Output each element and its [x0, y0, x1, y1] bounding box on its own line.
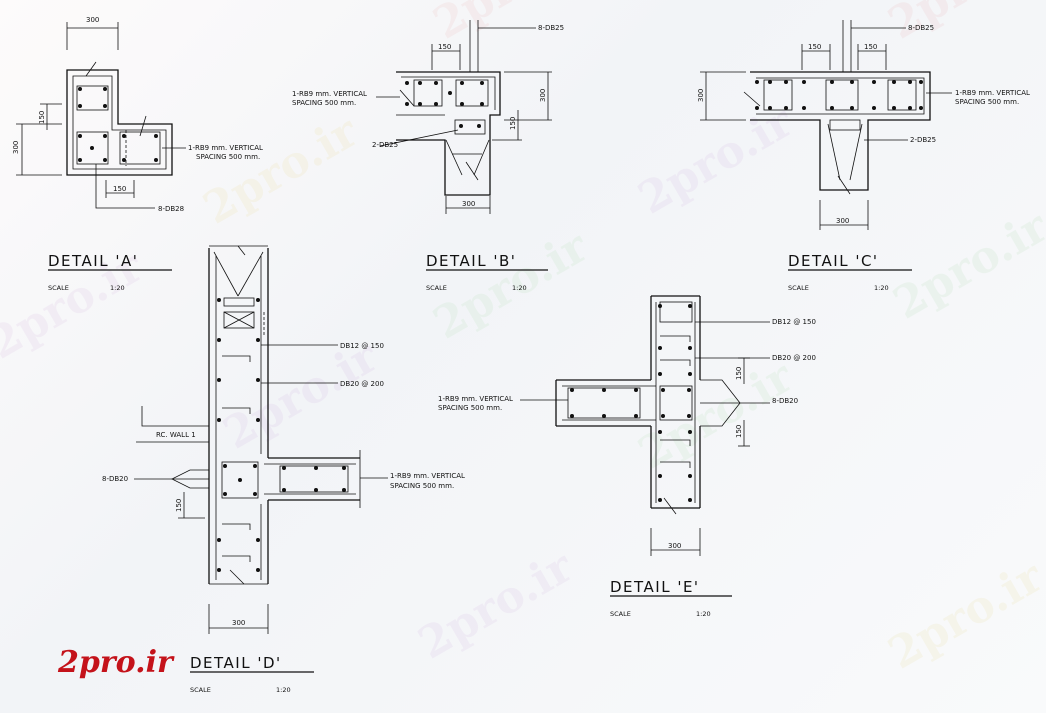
detail-e: DB12 @ 150 DB20 @ 200 1-RB9 mm. VERTICAL…	[438, 295, 816, 618]
detail-b-title: DETAIL 'B'	[426, 252, 516, 270]
detail-a-scale-label: SCALE	[48, 284, 69, 292]
detail-a: 300 150 300 150 1-RB9 mm. VERTICAL SPACI…	[12, 16, 263, 292]
dim-a-150-left: 150	[38, 111, 46, 124]
detail-c: 150 150 300 300 8-DB25 1-RB9 mm. VERTICA…	[697, 20, 1030, 292]
watermark-8: 2pro.ir	[410, 541, 582, 670]
label-d-spacing: SPACING 500 mm.	[390, 482, 454, 490]
label-c-bottom-bars: 2-DB25	[910, 136, 936, 144]
watermark-5: 2pro.ir	[885, 201, 1046, 330]
label-b-vertical: 1-RB9 mm. VERTICAL	[292, 90, 367, 98]
label-d-vertical: 1-RB9 mm. VERTICAL	[390, 472, 465, 480]
label-d-db20: DB20 @ 200	[340, 380, 384, 388]
dim-c-300-left: 300	[697, 89, 705, 102]
dim-d-300: 300	[232, 619, 245, 627]
detail-c-scale-label: SCALE	[788, 284, 809, 292]
dim-e-150-top: 150	[735, 367, 743, 380]
label-e-spacing: SPACING 500 mm.	[438, 404, 502, 412]
rebar-dots	[405, 81, 484, 128]
label-e-db20: DB20 @ 200	[772, 354, 816, 362]
detail-e-scale-label: SCALE	[610, 610, 631, 618]
dim-a-150-bottom: 150	[113, 185, 126, 193]
detail-d-scale-value: 1:20	[276, 686, 291, 694]
dim-b-300-right: 300	[539, 89, 547, 102]
dim-d-150: 150	[175, 499, 183, 512]
label-d-bars: 8-DB20	[102, 475, 128, 483]
detail-e-scale-value: 1:20	[696, 610, 711, 618]
rebar-dots	[570, 304, 692, 502]
detail-b-scale-label: SCALE	[426, 284, 447, 292]
detail-d: 8-DB20 RC. WALL 1 DB12 @ 150 DB20 @ 200 …	[102, 245, 465, 694]
label-e-vertical: 1-RB9 mm. VERTICAL	[438, 395, 513, 403]
detail-d-scale-label: SCALE	[190, 686, 211, 694]
dim-c-300-bottom: 300	[836, 217, 849, 225]
dim-b-150-top: 150	[438, 43, 451, 51]
site-logo: 2pro.ir	[57, 645, 175, 680]
detail-d-title: DETAIL 'D'	[190, 654, 282, 672]
label-e-bars: 8-DB20	[772, 397, 798, 405]
label-a-vertical: 1-RB9 mm. VERTICAL	[188, 144, 263, 152]
stirrup-ticks	[222, 355, 251, 562]
dim-a-top: 300	[86, 16, 99, 24]
dim-c-150-right: 150	[864, 43, 877, 51]
watermark-2: 2pro.ir	[195, 106, 367, 235]
detail-b: 150 300 150 300 8-DB25 1-RB9 mm. VERTICA…	[292, 20, 564, 292]
label-c-vertical: 1-RB9 mm. VERTICAL	[955, 89, 1030, 97]
label-b-spacing: SPACING 500 mm.	[292, 99, 356, 107]
rebar-dots	[78, 87, 158, 162]
label-b-bottom-bars: 2-DB25	[372, 141, 398, 149]
watermark-6: 2pro.ir	[215, 331, 387, 460]
watermark-3: 2pro.ir	[425, 221, 597, 350]
label-c-spacing: SPACING 500 mm.	[955, 98, 1019, 106]
watermark-9: 2pro.ir	[880, 551, 1046, 680]
label-e-db12: DB12 @ 150	[772, 318, 816, 326]
watermark-10: 2pro.ir	[880, 0, 1046, 50]
detail-c-scale-value: 1:20	[874, 284, 889, 292]
detail-e-title: DETAIL 'E'	[610, 578, 700, 596]
detail-a-title: DETAIL 'A'	[48, 252, 138, 270]
dim-a-300-left: 300	[12, 141, 20, 154]
rebar-dots	[217, 298, 346, 572]
detail-b-scale-value: 1:20	[512, 284, 527, 292]
detail-a-scale-value: 1:20	[110, 284, 125, 292]
label-a-bars: 8-DB28	[158, 205, 184, 213]
label-a-spacing: SPACING 500 mm.	[196, 153, 260, 161]
label-d-wall: RC. WALL 1	[156, 431, 196, 439]
watermark-4: 2pro.ir	[630, 96, 802, 225]
detail-c-title: DETAIL 'C'	[788, 252, 879, 270]
dim-c-150-left: 150	[808, 43, 821, 51]
dim-b-300-bottom: 300	[462, 200, 475, 208]
watermarks: 2pro.ir 2pro.ir 2pro.ir 2pro.ir 2pro.ir …	[0, 0, 1046, 680]
rebar-dots	[755, 80, 923, 110]
dim-e-300: 300	[668, 542, 681, 550]
dim-b-150-right: 150	[509, 117, 517, 130]
label-c-bars: 8-DB25	[908, 24, 934, 32]
label-d-db12: DB12 @ 150	[340, 342, 384, 350]
dim-e-150-bottom: 150	[735, 425, 743, 438]
label-b-bars: 8-DB25	[538, 24, 564, 32]
